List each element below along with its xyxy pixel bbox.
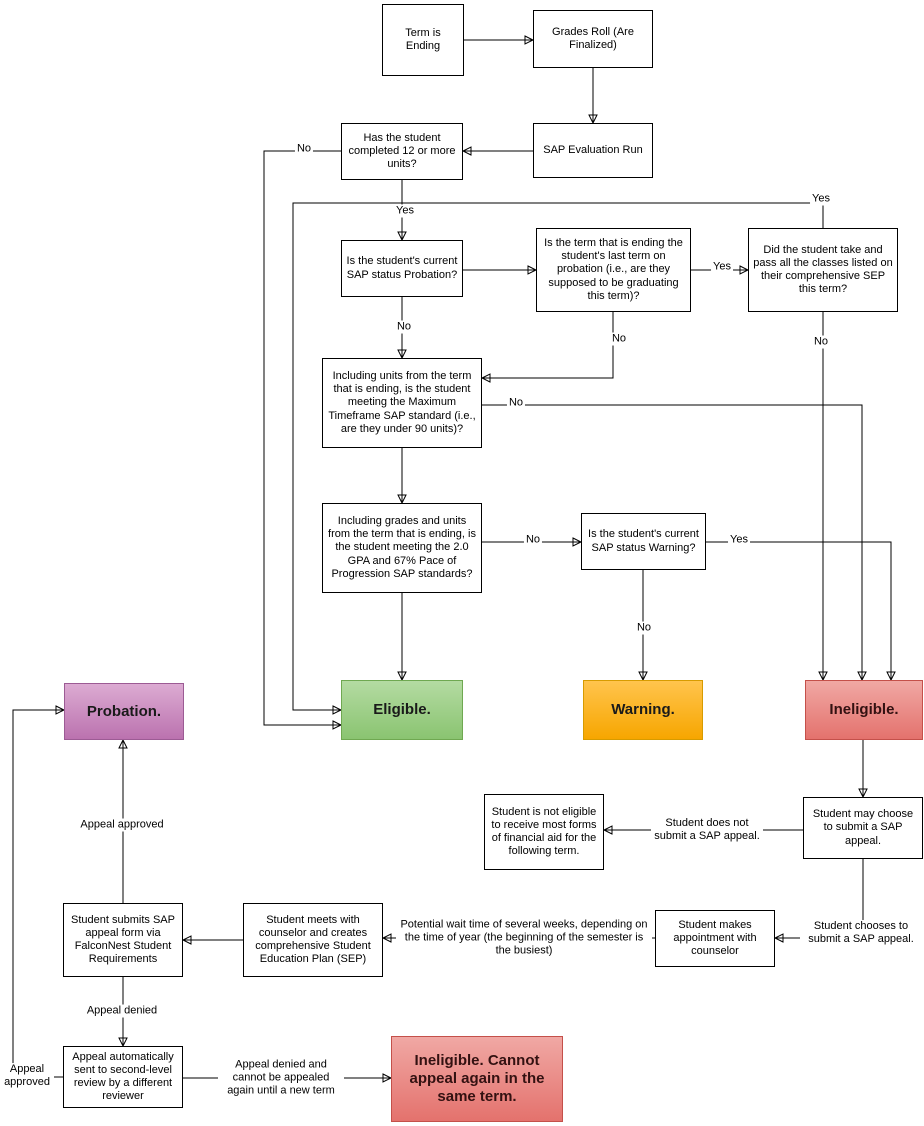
- edge-lasttermq-no-to-maxtimeq: [480, 312, 614, 383]
- edge-label-denied-new-term: Appeal denied and cannot be appealed aga…: [218, 1058, 344, 1098]
- node-status-eligible: Eligible.: [341, 680, 463, 740]
- edge-label-lastterm-no: No: [609, 332, 629, 346]
- node-warning-status-question: Is the student's current SAP status Warn…: [581, 513, 706, 570]
- edge-label-gpa-no: No: [523, 533, 543, 547]
- edge-label-warning-yes: Yes: [728, 533, 750, 547]
- node-second-level-review: Appeal automatically sent to second-leve…: [63, 1046, 183, 1108]
- node-cannot-appeal-same-term: Ineligible. Cannot appeal again in the s…: [391, 1036, 563, 1122]
- node-may-choose-appeal: Student may choose to submit a SAP appea…: [803, 797, 923, 859]
- node-not-eligible-financial-aid: Student is not eligible to receive most …: [484, 794, 604, 870]
- edge-label-probation-no: No: [394, 320, 414, 334]
- node-submits-appeal-form: Student submits SAP appeal form via Falc…: [63, 903, 183, 977]
- edge-label-appeal-approved-up: Appeal approved: [78, 818, 166, 832]
- edge-sepq-yes-to-eligible: [292, 202, 824, 715]
- node-status-probation: Probation.: [64, 683, 184, 740]
- edge-label-warning-no: No: [634, 621, 654, 635]
- edge-label-appeal-denied: Appeal denied: [84, 1004, 160, 1018]
- edge-label-lastterm-yes: Yes: [711, 260, 733, 274]
- edge-label-no-appeal: Student does not submit a SAP appeal.: [651, 817, 763, 843]
- edge-label-units-no: No: [294, 142, 314, 156]
- node-completed-12-units-question: Has the student completed 12 or more uni…: [341, 123, 463, 180]
- node-status-warning: Warning.: [583, 680, 703, 740]
- node-sep-classes-question: Did the student take and pass all the cl…: [748, 228, 898, 312]
- node-meets-counselor-sep: Student meets with counselor and creates…: [243, 903, 383, 977]
- edge-label-maxtime-no: No: [506, 396, 526, 410]
- node-max-timeframe-question: Including units from the term that is en…: [322, 358, 482, 448]
- edge-label-wait-time: Potential wait time of several weeks, de…: [396, 918, 652, 958]
- node-sap-evaluation-run: SAP Evaluation Run: [533, 123, 653, 178]
- edge-label-sep-yes: Yes: [810, 192, 832, 206]
- edge-warningq-yes-to-ineligible: [706, 541, 896, 682]
- node-last-term-probation-question: Is the term that is ending the student's…: [536, 228, 691, 312]
- edge-label-appeal-approved-left: Appeal approved: [0, 1063, 54, 1089]
- edge-label-units-yes: Yes: [394, 204, 416, 218]
- node-makes-appointment: Student makes appointment with counselor: [655, 910, 775, 967]
- edge-label-sep-no: No: [811, 335, 831, 349]
- node-probation-status-question: Is the student's current SAP status Prob…: [341, 240, 463, 297]
- edge-maxtimeq-no-to-ineligible: [482, 404, 867, 682]
- node-term-ending: Term is Ending: [382, 4, 464, 76]
- edge-label-chooses-appeal: Student chooses to submit a SAP appeal.: [800, 920, 922, 946]
- node-gpa-pace-question: Including grades and units from the term…: [322, 503, 482, 593]
- node-status-ineligible: Ineligible.: [805, 680, 923, 740]
- node-grades-roll: Grades Roll (Are Finalized): [533, 10, 653, 68]
- edge-secondlevel-approved-to-probation: [12, 705, 66, 1078]
